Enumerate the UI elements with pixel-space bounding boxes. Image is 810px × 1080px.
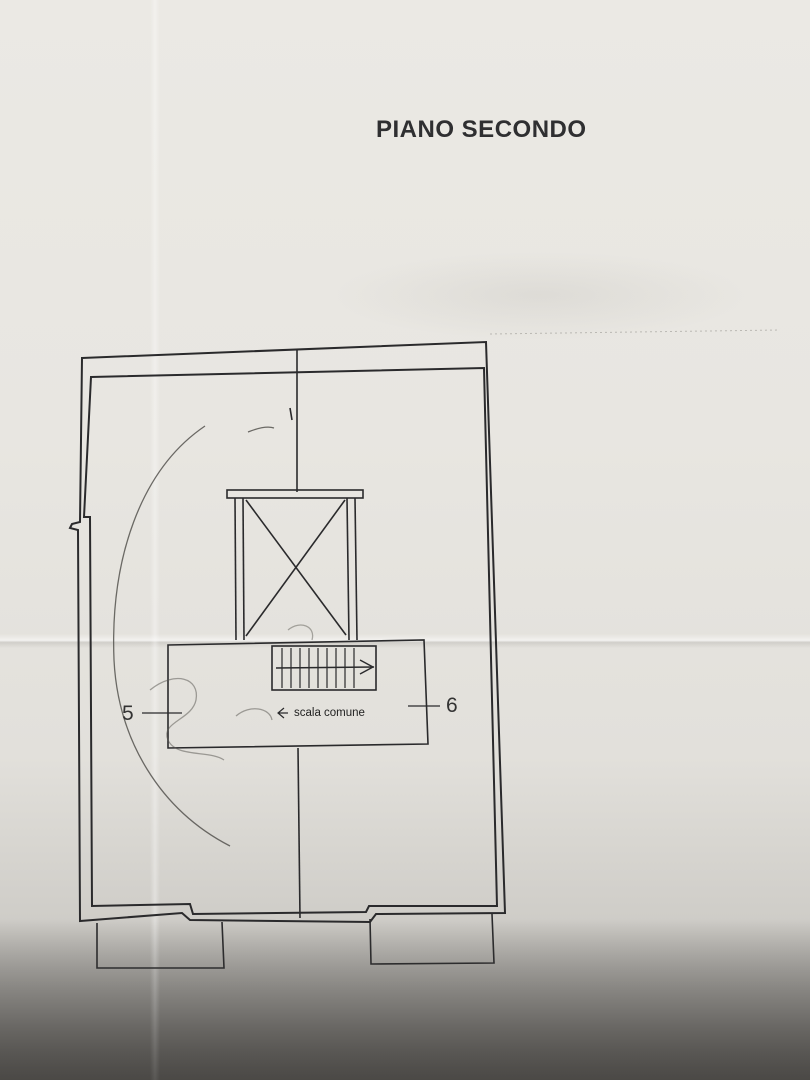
stair-direction-arrow bbox=[359, 659, 375, 675]
pencil-arc bbox=[112, 425, 231, 847]
outer-wall-inner-line bbox=[82, 366, 499, 916]
stair-flight-midline bbox=[275, 666, 375, 669]
balcony-left bbox=[96, 921, 225, 969]
lift-wall-left-outer bbox=[234, 497, 237, 641]
outer-wall-outer-line bbox=[68, 340, 507, 924]
lift-wall-left-inner bbox=[242, 497, 245, 641]
central-wall-upper-tick bbox=[289, 407, 293, 421]
pencil-scribble-top bbox=[287, 624, 314, 641]
faint-dotted-line bbox=[489, 329, 781, 335]
outer-walls bbox=[68, 340, 507, 924]
central-wall-lower bbox=[297, 747, 301, 919]
lift-wall-right-outer bbox=[354, 497, 358, 641]
section-label-5: 5 bbox=[122, 702, 134, 725]
ink-bleed-through bbox=[330, 250, 750, 340]
central-wall bbox=[289, 350, 301, 919]
lift-cap bbox=[226, 489, 364, 499]
pencil-scribble-left bbox=[149, 678, 225, 761]
pencil-scribble-right bbox=[235, 708, 273, 721]
stair-flight-outline bbox=[271, 645, 377, 691]
stair-label: scala comune bbox=[294, 707, 365, 719]
pencil-annotations bbox=[112, 425, 314, 847]
stair-landing bbox=[167, 639, 429, 749]
stair-entry-arrow bbox=[277, 707, 288, 719]
floor-title: PIANO SECONDO bbox=[376, 116, 587, 143]
paper-fold-vertical bbox=[150, 0, 160, 1080]
stair-landing-outline bbox=[167, 639, 429, 749]
section-label-6: 6 bbox=[446, 694, 458, 717]
balcony-right bbox=[369, 913, 495, 965]
lift-shaft bbox=[226, 489, 364, 641]
pencil-arc-tail bbox=[247, 426, 275, 433]
lift-cross-b bbox=[245, 499, 346, 637]
lift-wall-right-inner bbox=[346, 497, 350, 641]
stair-treads bbox=[281, 648, 355, 688]
